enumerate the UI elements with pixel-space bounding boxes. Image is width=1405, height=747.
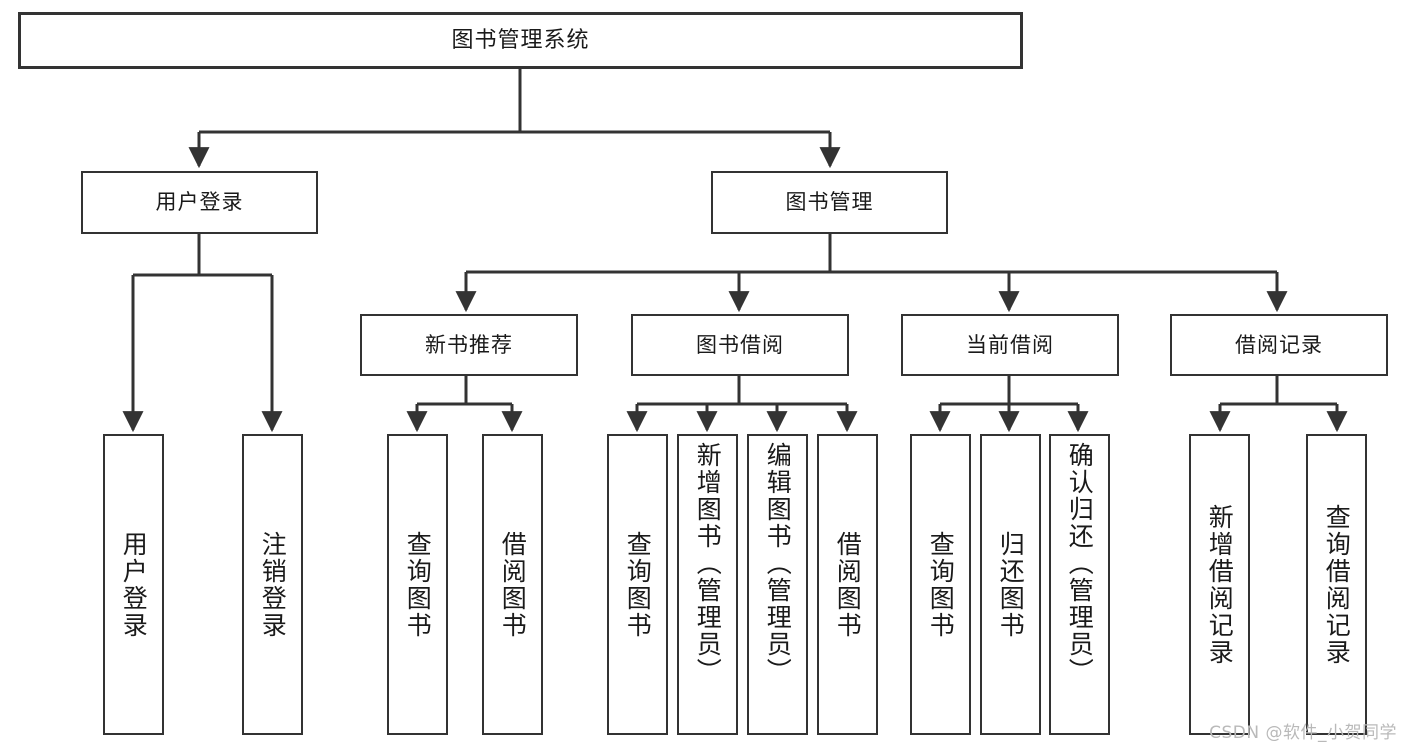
node-label: 查询图书 — [926, 530, 956, 639]
leaf-query-book-current[interactable]: 查询图书 — [910, 434, 971, 735]
leaf-borrow-book[interactable]: 借阅图书 — [817, 434, 878, 735]
node-root-system[interactable]: 图书管理系统 — [18, 12, 1023, 69]
node-label: 查询图书 — [403, 530, 433, 639]
leaf-query-book-recommend[interactable]: 查询图书 — [387, 434, 448, 735]
leaf-user-login[interactable]: 用户登录 — [103, 434, 164, 735]
node-label: 借阅图书 — [833, 530, 863, 639]
leaf-query-borrow-record[interactable]: 查询借阅记录 — [1306, 434, 1367, 735]
node-label: 用户登录 — [119, 530, 149, 639]
node-label: 图书管理 — [785, 190, 874, 215]
leaf-add-borrow-record[interactable]: 新增借阅记录 — [1189, 434, 1250, 735]
node-label: 编辑图书（管理员） — [763, 442, 793, 685]
node-book-borrow[interactable]: 图书借阅 — [631, 314, 849, 376]
node-user-login[interactable]: 用户登录 — [81, 171, 318, 234]
leaf-borrow-book-recommend[interactable]: 借阅图书 — [482, 434, 543, 735]
node-book-manage[interactable]: 图书管理 — [711, 171, 948, 234]
leaf-return-book[interactable]: 归还图书 — [980, 434, 1041, 735]
leaf-query-book-borrow[interactable]: 查询图书 — [607, 434, 668, 735]
node-borrow-record[interactable]: 借阅记录 — [1170, 314, 1388, 376]
node-label: 图书管理系统 — [451, 27, 590, 53]
leaf-logout-login[interactable]: 注销登录 — [242, 434, 303, 735]
node-label: 新增借阅记录 — [1205, 503, 1235, 666]
node-label: 注销登录 — [258, 530, 288, 639]
node-label: 新书推荐 — [425, 332, 513, 357]
node-label: 查询借阅记录 — [1322, 503, 1352, 666]
watermark: CSDN @软件_小贺同学 — [1209, 723, 1397, 743]
node-current-borrow[interactable]: 当前借阅 — [901, 314, 1119, 376]
node-label: 当前借阅 — [966, 332, 1054, 357]
node-new-book-recommend[interactable]: 新书推荐 — [360, 314, 578, 376]
node-label: 用户登录 — [155, 190, 244, 215]
node-label: 借阅记录 — [1235, 332, 1323, 357]
node-label: 查询图书 — [623, 530, 653, 639]
node-label: 借阅图书 — [498, 530, 528, 639]
node-label: 图书借阅 — [696, 332, 784, 357]
leaf-edit-book[interactable]: 编辑图书（管理员） — [747, 434, 808, 735]
node-label: 归还图书 — [996, 530, 1026, 639]
leaf-add-book[interactable]: 新增图书（管理员） — [677, 434, 738, 735]
node-label: 新增图书（管理员） — [693, 442, 723, 685]
node-label: 确认归还（管理员） — [1065, 442, 1095, 685]
leaf-confirm-return[interactable]: 确认归还（管理员） — [1049, 434, 1110, 735]
